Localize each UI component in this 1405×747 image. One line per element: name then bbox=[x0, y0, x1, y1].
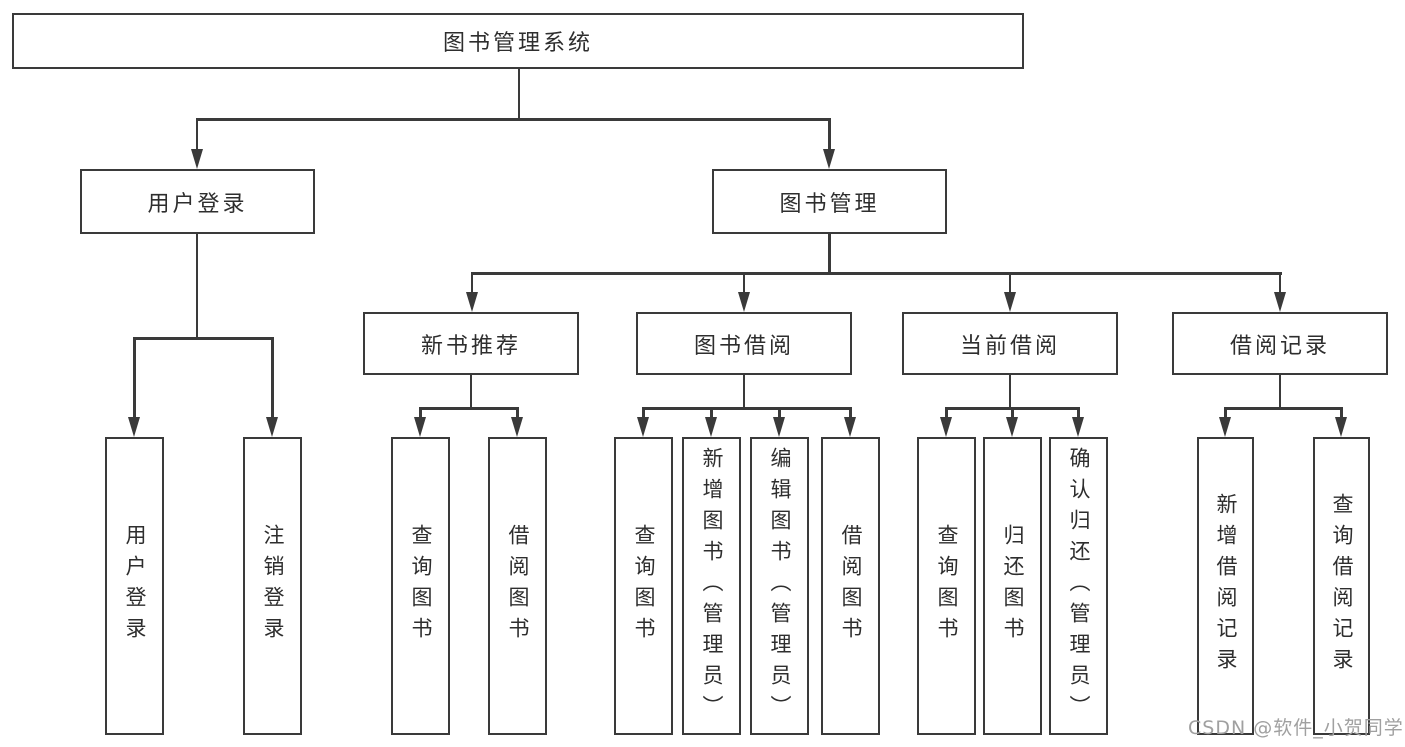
arrowhead-icon bbox=[1219, 417, 1231, 437]
arrowhead-icon bbox=[1006, 417, 1018, 437]
leaf-label: 查询图书 bbox=[935, 524, 959, 648]
csdn-watermark: CSDN @软件_小贺同学 bbox=[1188, 717, 1404, 739]
leaf-search-borrow-record: 查询借阅记录 bbox=[1313, 437, 1370, 735]
leaf-search-books-recommend: 查询图书 bbox=[391, 437, 450, 735]
connector-line bbox=[133, 337, 274, 340]
node-new-book-recommend: 新书推荐 bbox=[363, 312, 579, 375]
arrowhead-icon bbox=[511, 417, 523, 437]
connector-line bbox=[470, 272, 1282, 275]
node-label: 图书借阅 bbox=[693, 333, 794, 359]
leaf-label: 借阅图书 bbox=[839, 524, 863, 648]
connector-line bbox=[1008, 375, 1012, 410]
arrowhead-icon bbox=[705, 417, 717, 437]
leaf-label: 用户登录 bbox=[123, 524, 147, 648]
connector-line bbox=[516, 407, 519, 421]
node-label: 当前借阅 bbox=[959, 333, 1060, 359]
arrowhead-icon bbox=[190, 149, 203, 169]
connector-line bbox=[828, 118, 831, 152]
node-user-login: 用户登录 bbox=[80, 169, 315, 234]
leaf-label: 查询借阅记录 bbox=[1330, 493, 1354, 679]
connector-line bbox=[195, 118, 831, 121]
leaf-search-books-current: 查询图书 bbox=[917, 437, 976, 735]
connector-line bbox=[828, 234, 831, 275]
arrowhead-icon bbox=[1335, 417, 1347, 437]
arrowhead-icon bbox=[737, 292, 750, 312]
leaf-label: 新增图书（管理员） bbox=[700, 446, 724, 726]
arrowhead-icon bbox=[637, 417, 649, 437]
node-label: 图书管理 bbox=[779, 191, 880, 217]
arrowhead-icon bbox=[773, 417, 785, 437]
leaf-add-borrow-record: 新增借阅记录 bbox=[1197, 437, 1254, 735]
leaf-label: 查询图书 bbox=[409, 524, 433, 648]
node-label: 借阅记录 bbox=[1229, 333, 1330, 359]
connector-line bbox=[945, 407, 1080, 410]
leaf-edit-books-admin: 编辑图书（管理员） bbox=[750, 437, 809, 735]
connector-line bbox=[1340, 407, 1343, 421]
connector-line bbox=[133, 337, 136, 421]
node-book-borrowing: 图书借阅 bbox=[636, 312, 852, 375]
leaf-label: 编辑图书（管理员） bbox=[768, 446, 792, 726]
connector-line bbox=[271, 337, 274, 421]
connector-line bbox=[1278, 272, 1282, 296]
node-label: 图书管理系统 bbox=[442, 31, 593, 56]
leaf-label: 借阅图书 bbox=[506, 524, 530, 648]
arrowhead-icon bbox=[1003, 292, 1016, 312]
arrowhead-icon bbox=[844, 417, 856, 437]
node-book-management: 图书管理 bbox=[712, 169, 947, 234]
connector-line bbox=[1077, 407, 1080, 421]
node-borrow-records: 借阅记录 bbox=[1172, 312, 1388, 375]
connector-line bbox=[1278, 375, 1282, 410]
connector-line bbox=[469, 375, 473, 410]
connector-line bbox=[419, 407, 422, 421]
node-current-borrowing: 当前借阅 bbox=[902, 312, 1118, 375]
connector-line bbox=[1224, 407, 1343, 410]
connector-line bbox=[642, 407, 852, 410]
connector-line bbox=[642, 407, 645, 421]
arrowhead-icon bbox=[1273, 292, 1286, 312]
leaf-label: 确认归还（管理员） bbox=[1067, 446, 1091, 726]
leaf-label: 新增借阅记录 bbox=[1214, 493, 1238, 679]
node-label: 新书推荐 bbox=[420, 333, 521, 359]
node-library-system: 图书管理系统 bbox=[12, 13, 1024, 69]
leaf-logout: 注销登录 bbox=[243, 437, 302, 735]
arrowhead-icon bbox=[465, 292, 478, 312]
arrowhead-icon bbox=[1072, 417, 1084, 437]
leaf-borrow-books-borrowing: 借阅图书 bbox=[821, 437, 880, 735]
connector-line bbox=[195, 234, 199, 340]
arrowhead-icon bbox=[414, 417, 426, 437]
leaf-search-books-borrowing: 查询图书 bbox=[614, 437, 673, 735]
connector-line bbox=[1224, 407, 1227, 421]
connector-line bbox=[517, 68, 521, 121]
leaf-user-login: 用户登录 bbox=[105, 437, 164, 735]
arrowhead-icon bbox=[823, 149, 835, 169]
connector-line bbox=[710, 407, 713, 421]
leaf-borrow-books-recommend: 借阅图书 bbox=[488, 437, 547, 735]
connector-line bbox=[195, 118, 199, 152]
connector-line bbox=[742, 375, 746, 410]
leaf-label: 查询图书 bbox=[632, 524, 656, 648]
connector-line bbox=[1011, 407, 1014, 421]
connector-line bbox=[849, 407, 852, 421]
connector-line bbox=[742, 272, 746, 296]
arrowhead-icon bbox=[128, 417, 140, 437]
node-label: 用户登录 bbox=[147, 191, 248, 217]
connector-line bbox=[945, 407, 948, 421]
leaf-confirm-return-admin: 确认归还（管理员） bbox=[1049, 437, 1108, 735]
arrowhead-icon bbox=[940, 417, 952, 437]
leaf-return-books: 归还图书 bbox=[983, 437, 1042, 735]
leaf-label: 归还图书 bbox=[1001, 524, 1025, 648]
connector-line bbox=[778, 407, 781, 421]
connector-line bbox=[1008, 272, 1012, 296]
leaf-add-books-admin: 新增图书（管理员） bbox=[682, 437, 741, 735]
leaf-label: 注销登录 bbox=[261, 524, 285, 648]
connector-line bbox=[419, 407, 519, 410]
connector-line bbox=[470, 272, 474, 296]
arrowhead-icon bbox=[266, 417, 278, 437]
